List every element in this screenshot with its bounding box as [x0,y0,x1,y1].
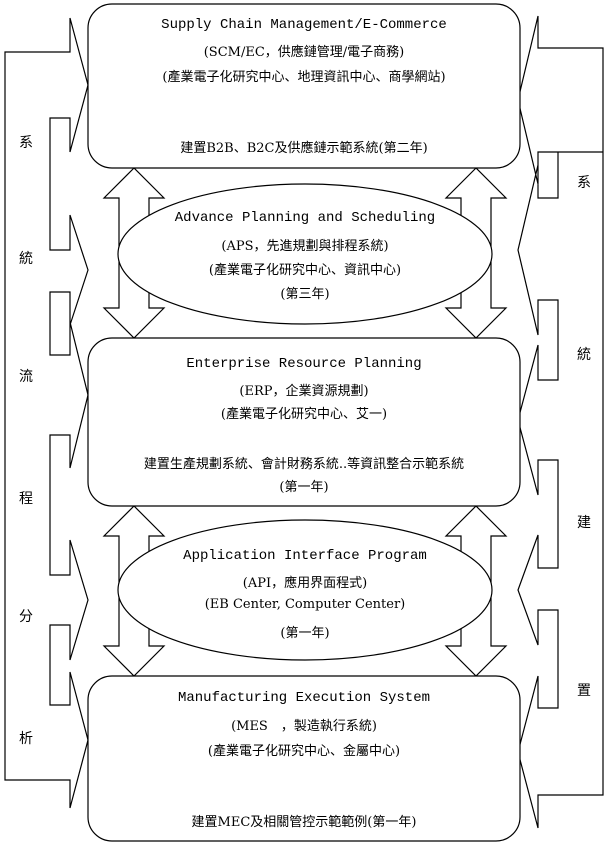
erp-subtitle: (ERP，企業資源規劃) [239,384,369,399]
erp-box [87,337,521,507]
scm-subtitle: (SCM/EC，供應鏈管理/電子商務) [203,45,405,60]
aps-year: (第三年) [280,287,330,302]
scm-task: 建置B2B、B2C及供應鏈示範系統(第二年) [180,141,428,156]
mes-title: Manufacturing Execution System [177,690,431,706]
right-bar-char: 建 [577,515,591,531]
mes-subtitle: (MES ，製造執行系統) [231,719,377,734]
left-system-flow-bar [4,17,89,809]
right-bar-char: 置 [577,683,591,699]
aps-ellipse [117,183,493,325]
left-bar-char: 統 [19,251,33,267]
mes-task: 建置MEC及相關管控示範範例(第一年) [191,815,417,830]
aps-org: (產業電子化研究中心、資訊中心) [208,263,402,278]
right-bar-char: 系 [577,175,591,191]
right-bar-char: 統 [577,347,591,363]
left-bar-char: 流 [19,369,33,385]
left-bar-char: 系 [19,135,33,151]
erp-task: 建置生產規劃系統、會計財務系統..等資訊整合示範系統 [143,457,465,472]
scm-org: (產業電子化研究中心、地理資訊中心、商學網站) [162,70,446,85]
mes-org: (產業電子化研究中心、金屬中心) [207,744,401,759]
aps-subtitle: (APS，先進規劃與排程系統) [221,239,389,254]
erp-org: (產業電子化研究中心、艾一) [220,407,388,422]
api-title: Application Interface Program [183,548,427,564]
erp-title: Enterprise Resource Planning [186,356,422,372]
aps-title: Advance Planning and Scheduling [174,210,436,226]
api-subtitle: (API，應用界面程式) [242,576,368,591]
left-bar-char: 析 [19,731,33,747]
scm-title: Supply Chain Management/E-Commerce [161,17,447,33]
right-system-build-bar [517,15,604,829]
api-ellipse [117,519,493,661]
scm-box [87,3,521,169]
left-bar-char: 程 [19,491,33,507]
api-org: (EB Center, Computer Center) [204,597,406,612]
mes-box [87,675,521,842]
erp-year: (第一年) [279,480,329,495]
api-year: (第一年) [280,626,330,641]
left-bar-char: 分 [19,609,33,625]
